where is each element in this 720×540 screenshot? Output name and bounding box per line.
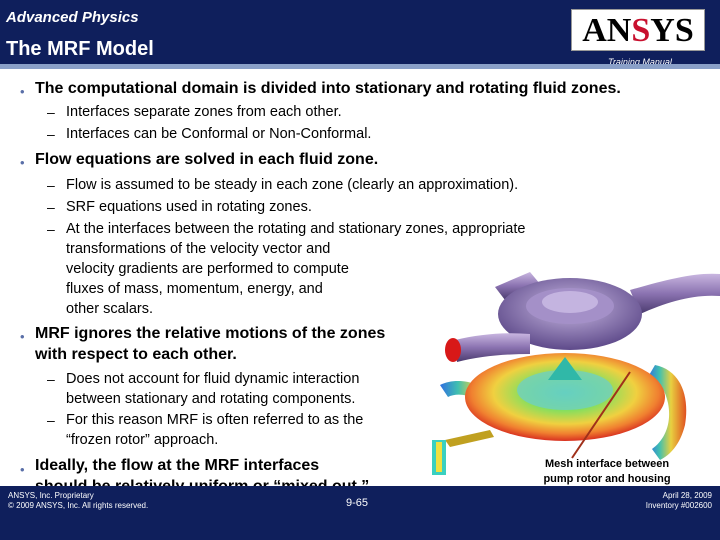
bullet-2-sub-3-line-2: transformations of the velocity vector a… bbox=[66, 241, 331, 257]
bullet-2-sub-2: SRF equations used in rotating zones. bbox=[66, 199, 312, 215]
training-manual-label: Training Manual bbox=[608, 57, 672, 67]
bullet-2-sub-1: Flow is assumed to be steady in each zon… bbox=[66, 177, 519, 193]
bullet-3-sub-1-line-1: Does not account for fluid dynamic inter… bbox=[66, 371, 360, 387]
dash-icon: – bbox=[47, 199, 55, 215]
bullet-3-sub-2-line-1: For this reason MRF is often referred to… bbox=[66, 412, 364, 428]
bullet-2-sub-3-line-5: other scalars. bbox=[66, 301, 154, 317]
dash-icon: – bbox=[47, 221, 55, 237]
bullet-2-text: Flow equations are solved in each fluid … bbox=[35, 151, 379, 168]
bullet-2-sub-3-line-4: fluxes of mass, momentum, energy, and bbox=[66, 281, 323, 297]
image-caption: Mesh interface between pump rotor and ho… bbox=[543, 458, 671, 485]
dash-icon: – bbox=[47, 126, 55, 142]
ansys-logo: ANSYS bbox=[571, 9, 705, 51]
bullet-3-sub-2-line-2: “frozen rotor” approach. bbox=[66, 432, 219, 448]
course-subtitle: Advanced Physics bbox=[6, 9, 139, 26]
pump-rotor-cfd-image bbox=[432, 353, 687, 475]
bullet-4-line-1: Ideally, the flow at the MRF interfaces bbox=[35, 457, 320, 474]
bullet-icon: • bbox=[20, 155, 25, 170]
bullet-3-sub-1-line-2: between stationary and rotating componen… bbox=[66, 391, 356, 407]
bullet-1-sub-1: Interfaces separate zones from each othe… bbox=[66, 104, 342, 120]
bullet-2-sub-3-line-3: velocity gradients are performed to comp… bbox=[66, 261, 349, 277]
footer-proprietary: ANSYS, Inc. Proprietary bbox=[8, 491, 94, 500]
footer-date: April 28, 2009 bbox=[662, 491, 712, 500]
footer-copyright: © 2009 ANSYS, Inc. All rights reserved. bbox=[8, 501, 149, 510]
dash-icon: – bbox=[47, 412, 55, 428]
bullet-2-sub-3-line-1: At the interfaces between the rotating a… bbox=[66, 221, 526, 237]
accent-bar bbox=[0, 64, 720, 69]
dash-icon: – bbox=[47, 371, 55, 387]
page-number: 9-65 bbox=[346, 497, 369, 509]
caption-pointer-line bbox=[571, 371, 631, 459]
dash-icon: – bbox=[47, 177, 55, 193]
slide-title: The MRF Model bbox=[6, 38, 154, 60]
header-bar: Advanced Physics The MRF Model ANSYS Tra… bbox=[0, 0, 720, 67]
bullet-3-line-2: with respect to each other. bbox=[35, 346, 237, 363]
footer-bar: ANSYS, Inc. Proprietary © 2009 ANSYS, In… bbox=[0, 486, 720, 540]
dash-icon: – bbox=[47, 104, 55, 120]
bullet-1-sub-2: Interfaces can be Conformal or Non-Confo… bbox=[66, 126, 372, 142]
bullet-1-text: The computational domain is divided into… bbox=[35, 80, 621, 97]
bullet-icon: • bbox=[20, 329, 25, 344]
bullet-3-line-1: MRF ignores the relative motions of the … bbox=[35, 325, 386, 342]
pump-housing-image bbox=[445, 272, 720, 362]
bullet-icon: • bbox=[20, 84, 25, 99]
bullet-icon: • bbox=[20, 462, 25, 477]
footer-inventory: Inventory #002600 bbox=[645, 501, 712, 510]
